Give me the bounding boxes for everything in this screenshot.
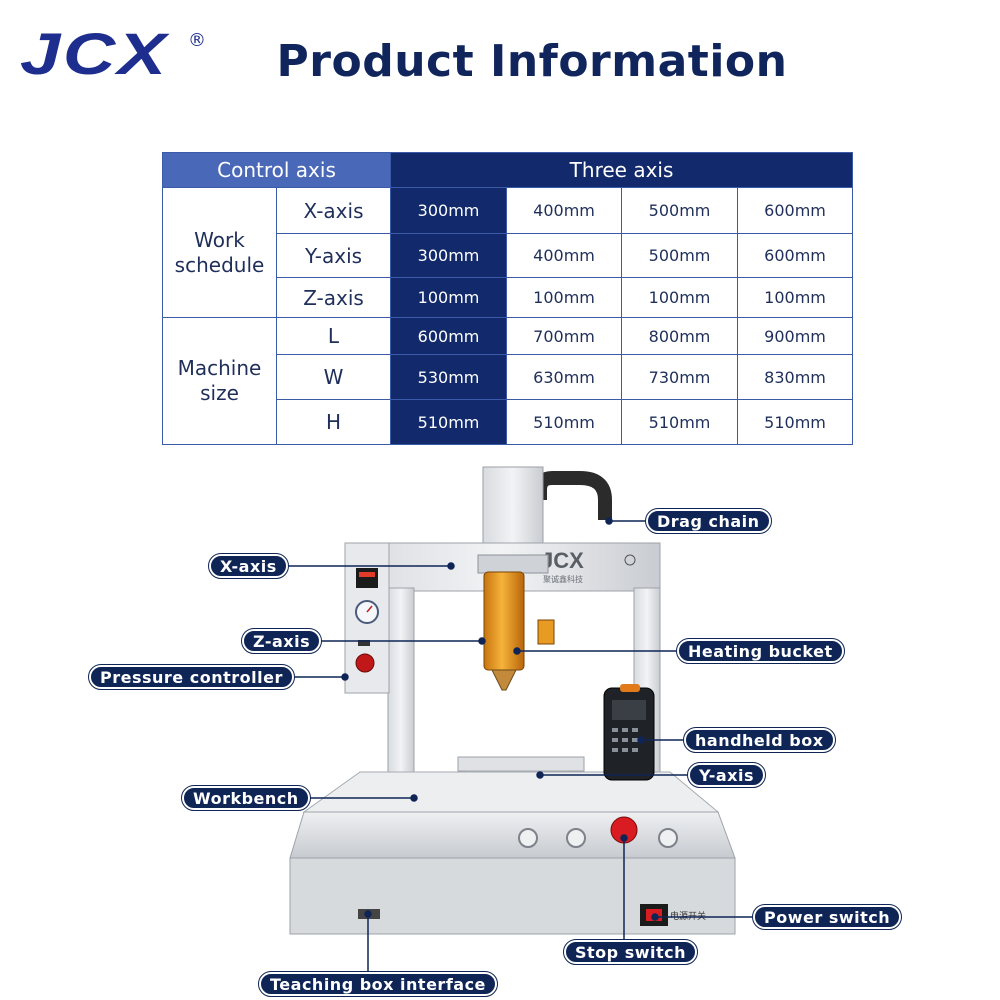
drag-chain-shape bbox=[533, 471, 612, 520]
axis-label: Z-axis bbox=[275, 277, 392, 318]
table-cell: 100mm bbox=[506, 277, 623, 318]
table-cell: 100mm bbox=[621, 277, 739, 318]
red-knob bbox=[355, 653, 375, 673]
table-row: W 530mm 630mm 730mm 830mm bbox=[163, 354, 854, 400]
page-title: Product Information bbox=[276, 36, 788, 87]
group-label-line: Machine bbox=[177, 356, 262, 380]
panel-button bbox=[518, 828, 538, 848]
table-row: Y-axis 300mm 400mm 500mm 600mm bbox=[163, 233, 854, 278]
callout-z-axis: Z-axis bbox=[240, 628, 323, 654]
callout-teaching-box-interface: Teaching box interface bbox=[258, 971, 498, 997]
workbench-top bbox=[302, 771, 720, 813]
table-cell: 100mm bbox=[390, 277, 508, 318]
table-cell: 530mm bbox=[390, 354, 508, 400]
group-label-line: schedule bbox=[174, 252, 265, 277]
machine-photo: JCX 聚诚鑫科技 电源开关 bbox=[0, 455, 1000, 1000]
machine-logo-sub: 聚诚鑫科技 bbox=[543, 574, 583, 584]
brand-logo-text: JCX bbox=[20, 22, 169, 87]
table-cell: 630mm bbox=[506, 354, 623, 400]
group-label-line: Work bbox=[194, 227, 245, 252]
table-row: Work schedule X-axis 300mm 400mm 500mm 6… bbox=[162, 187, 854, 318]
temp-display bbox=[356, 568, 378, 588]
table-row: Machine size L 600mm 700mm 800mm 900mm bbox=[162, 317, 854, 445]
table-header-row: Control axis Three axis bbox=[161, 152, 854, 188]
table-cell: 100mm bbox=[737, 277, 854, 318]
group-label-work-schedule: Work schedule bbox=[162, 187, 277, 318]
callout-handheld-box: handheld box bbox=[683, 727, 836, 753]
axis-label: Y-axis bbox=[275, 233, 392, 278]
table-cell: 300mm bbox=[390, 187, 508, 234]
callout-pressure-controller: Pressure controller bbox=[88, 664, 295, 690]
table-cell: 730mm bbox=[621, 354, 739, 400]
callout-power-switch: Power switch bbox=[751, 904, 903, 930]
axis-label: L bbox=[275, 317, 392, 355]
callout-heating-bucket: Heating bucket bbox=[676, 638, 845, 664]
z-carriage bbox=[477, 554, 549, 574]
spec-table: Control axis Three axis Work schedule X-… bbox=[161, 152, 854, 445]
callout-stop-switch: Stop switch bbox=[563, 939, 698, 965]
table-cell: 600mm bbox=[737, 233, 854, 278]
table-cell: 900mm bbox=[737, 317, 854, 355]
callout-x-axis: X-axis bbox=[208, 553, 289, 579]
axis-label: H bbox=[275, 399, 392, 445]
callout-drag-chain: Drag chain bbox=[645, 508, 772, 534]
panel-button bbox=[658, 828, 678, 848]
table-cell: 300mm bbox=[390, 233, 508, 278]
table-cell: 510mm bbox=[621, 399, 739, 445]
y-axis-plate bbox=[457, 756, 585, 772]
registered-mark: ® bbox=[188, 30, 206, 51]
table-cell: 510mm bbox=[390, 399, 508, 445]
table-cell: 400mm bbox=[506, 233, 623, 278]
table-cell: 500mm bbox=[621, 187, 739, 234]
table-cell: 500mm bbox=[621, 233, 739, 278]
table-cell: 510mm bbox=[737, 399, 854, 445]
table-cell: 400mm bbox=[506, 187, 623, 234]
table-row: Z-axis 100mm 100mm 100mm 100mm bbox=[163, 277, 854, 318]
table-cell: 600mm bbox=[737, 187, 854, 234]
callout-workbench: Workbench bbox=[181, 785, 311, 811]
axis-label: X-axis bbox=[275, 187, 392, 234]
table-cell: 600mm bbox=[390, 317, 508, 355]
group-label-machine-size: Machine size bbox=[162, 317, 277, 445]
group-label-line: size bbox=[200, 381, 239, 405]
power-switch-text: 电源开关 bbox=[670, 910, 706, 922]
base-front bbox=[289, 857, 736, 935]
brand-logo: JCX ® bbox=[20, 22, 206, 87]
z-column bbox=[482, 466, 544, 548]
axis-label: W bbox=[275, 354, 392, 400]
panel-button bbox=[566, 828, 586, 848]
heating-bucket-body bbox=[483, 571, 525, 671]
table-row: H 510mm 510mm 510mm 510mm bbox=[163, 399, 854, 445]
callout-y-axis: Y-axis bbox=[687, 762, 766, 788]
table-cell: 800mm bbox=[621, 317, 739, 355]
header-three-axis: Three axis bbox=[390, 152, 854, 188]
left-upright bbox=[387, 587, 415, 789]
table-cell: 830mm bbox=[737, 354, 854, 400]
machine-illustration: JCX 聚诚鑫科技 电源开关 bbox=[268, 466, 756, 972]
table-cell: 700mm bbox=[506, 317, 623, 355]
header-control-axis: Control axis bbox=[161, 152, 392, 188]
table-cell: 510mm bbox=[506, 399, 623, 445]
